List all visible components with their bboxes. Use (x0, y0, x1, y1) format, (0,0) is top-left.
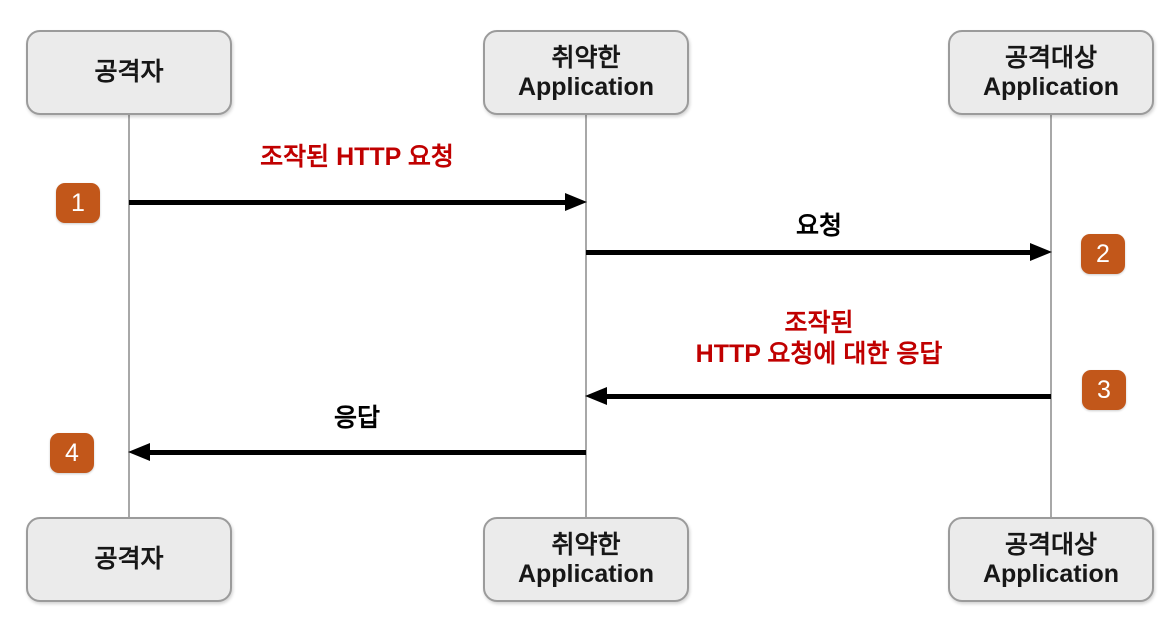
actor-label-attacker-bottom: 공격자 (94, 545, 164, 573)
actor-box-target-app-top: 공격대상 Application (948, 30, 1154, 115)
actor-label-attacker-top: 공격자 (94, 58, 164, 86)
message-label-4: 응답 (333, 404, 380, 432)
actor-label-target-app-bottom: 공격대상 Application (982, 530, 1120, 588)
actor-box-attacker-top: 공격자 (26, 30, 232, 115)
step-number-3: 3 (1097, 375, 1111, 404)
actor-box-vulnerable-app-bottom: 취약한 Application (483, 517, 689, 602)
message-arrow-1 (129, 193, 587, 211)
lifeline-attacker (128, 114, 130, 518)
message-arrow-4 (128, 443, 586, 461)
step-badge-4: 4 (50, 433, 94, 473)
actor-label-target-app-top: 공격대상 Application (982, 43, 1120, 101)
message-label-2: 요청 (795, 212, 842, 240)
actor-box-attacker-bottom: 공격자 (26, 517, 232, 602)
step-badge-1: 1 (56, 183, 100, 223)
message-arrow-3 (585, 387, 1051, 405)
step-number-2: 2 (1096, 239, 1110, 268)
step-badge-3: 3 (1082, 370, 1126, 410)
actor-label-vulnerable-app-bottom: 취약한 Application (517, 530, 655, 588)
step-badge-2: 2 (1081, 234, 1125, 274)
message-label-3: 조작된 HTTP 요청에 대한 응답 (695, 309, 943, 368)
actor-label-vulnerable-app-top: 취약한 Application (517, 43, 655, 101)
actor-box-target-app-bottom: 공격대상 Application (948, 517, 1154, 602)
lifeline-vulnerable-app (585, 114, 587, 518)
lifeline-target-app (1050, 114, 1052, 518)
step-number-1: 1 (71, 188, 85, 217)
message-label-1: 조작된 HTTP 요청 (260, 143, 454, 171)
message-arrow-2 (586, 243, 1052, 261)
actor-box-vulnerable-app-top: 취약한 Application (483, 30, 689, 115)
step-number-4: 4 (65, 438, 79, 467)
